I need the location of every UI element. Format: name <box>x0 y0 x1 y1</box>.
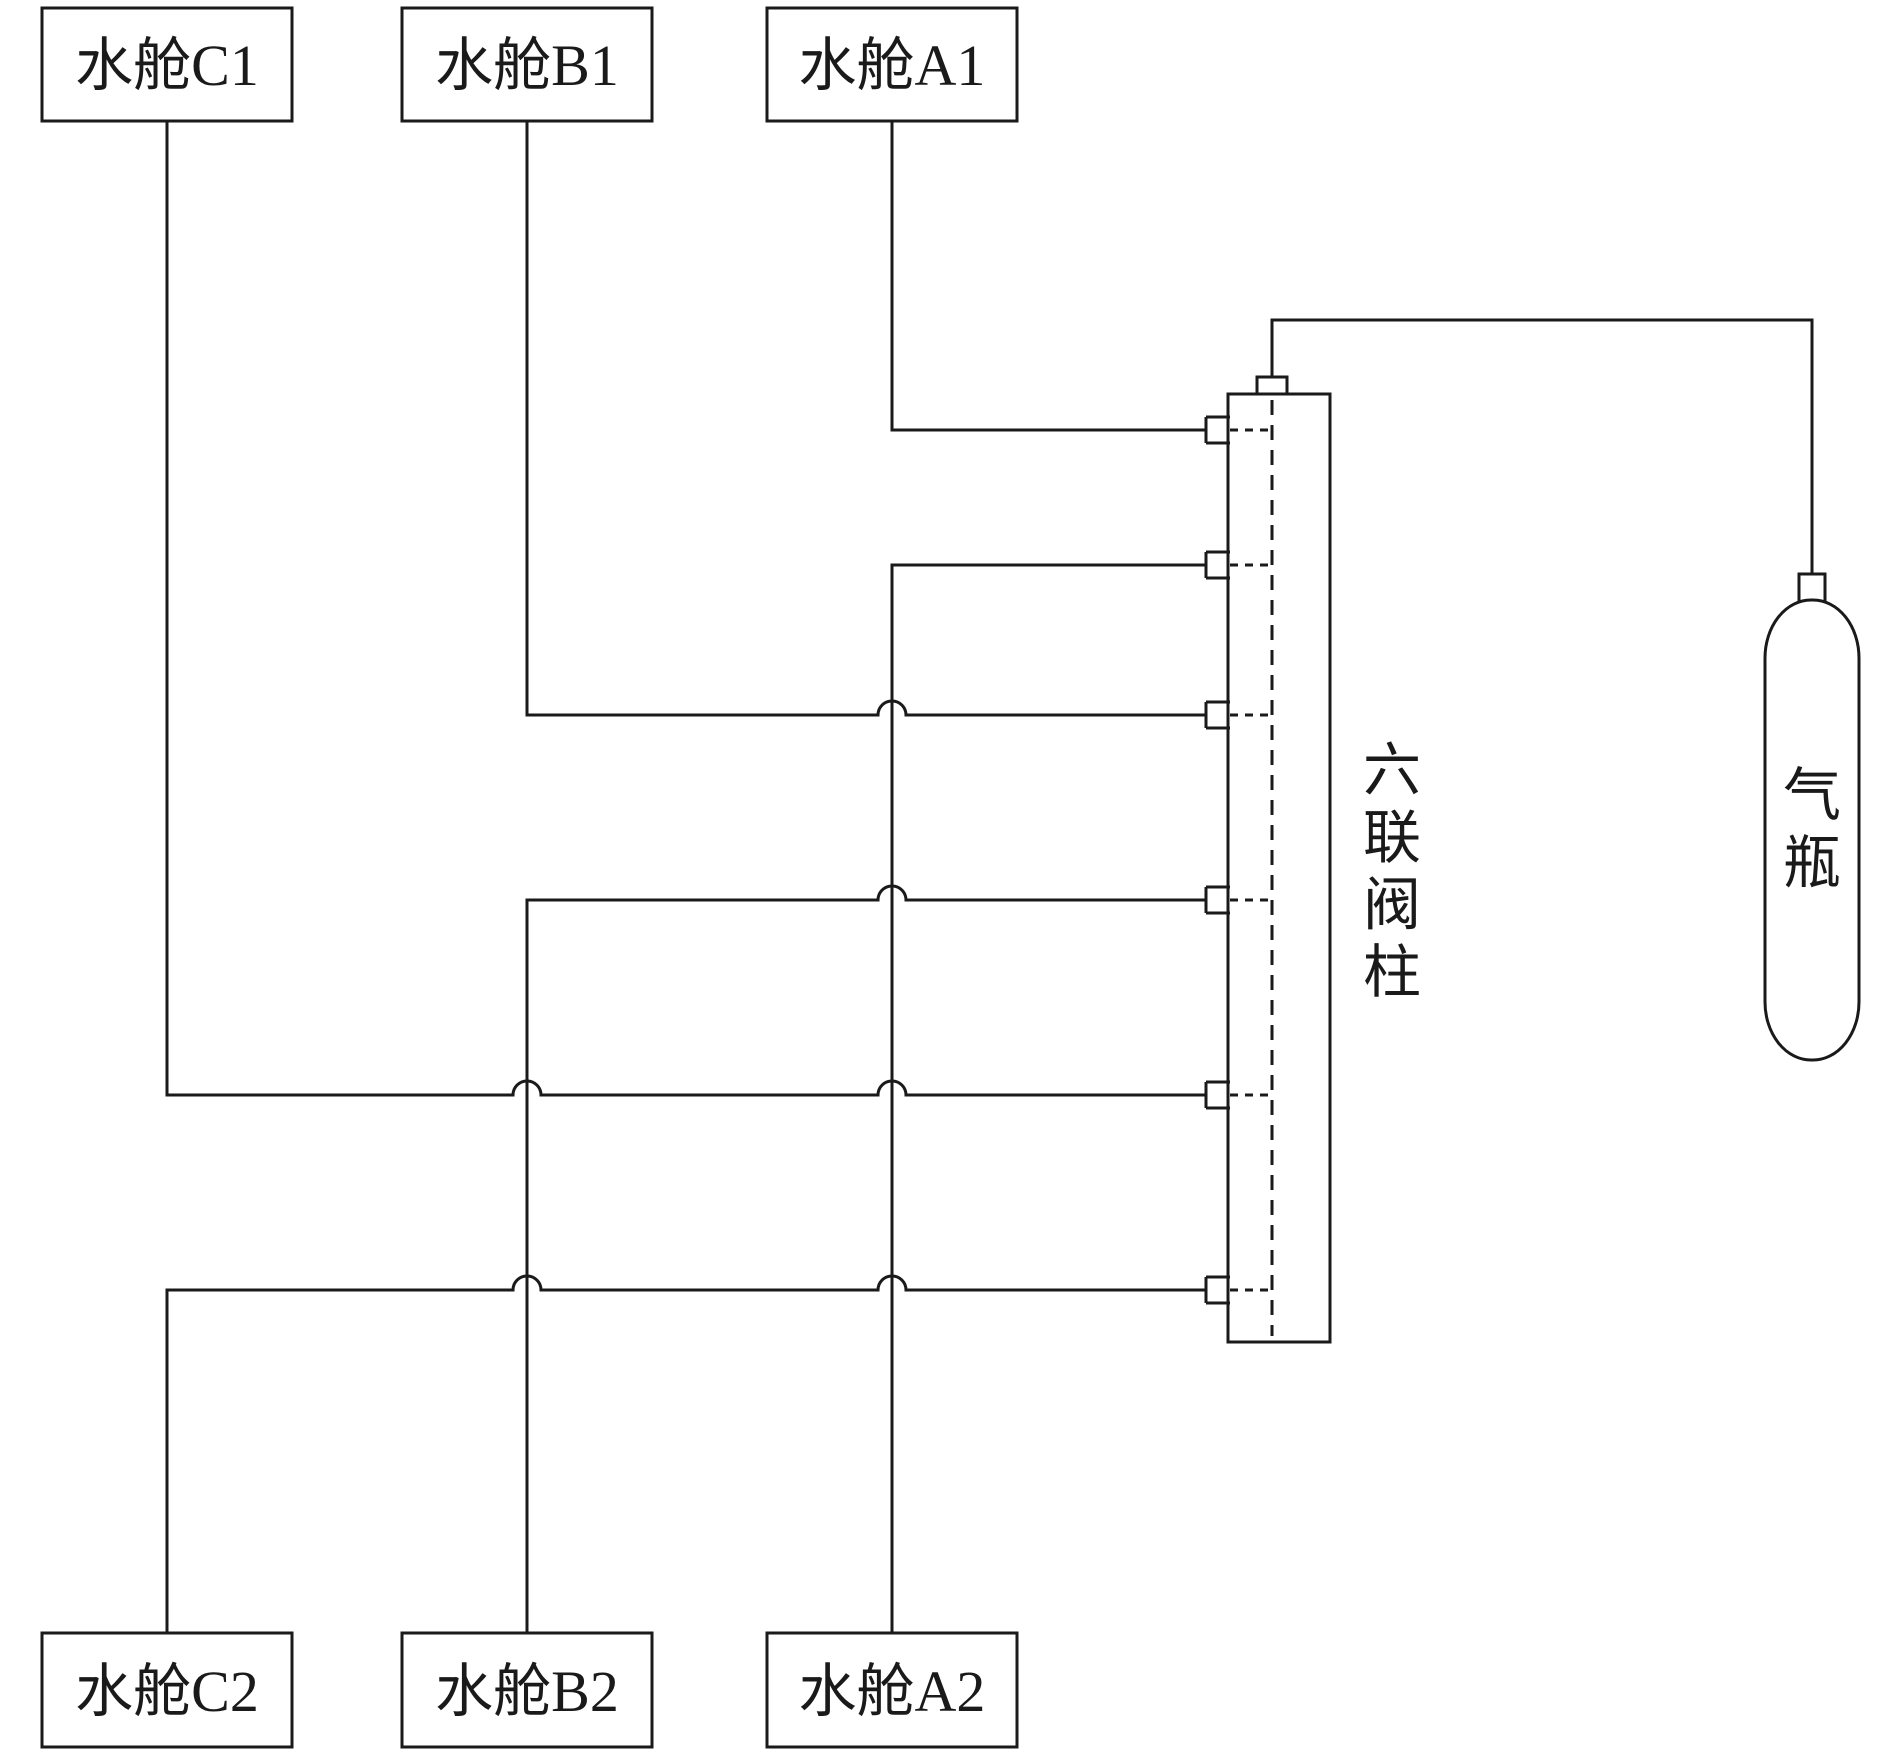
valve-top-connector <box>1255 375 1289 394</box>
tank-a1: 水舱A1 <box>765 6 1019 123</box>
pipe-c1-to-valve <box>165 121 1206 1097</box>
tank-b1-label: 水舱B1 <box>435 33 619 98</box>
valve-port-5 <box>1204 1080 1272 1110</box>
tank-c1: 水舱C1 <box>40 6 294 123</box>
tank-c1-box <box>40 6 294 123</box>
pipe-valve-to-bottle <box>1270 318 1814 574</box>
tank-c1-label: 水舱C1 <box>75 33 259 98</box>
valve-port-5-bracket <box>1204 1080 1230 1110</box>
pipe-a2-to-valve <box>890 563 1206 1633</box>
pipe-b1-to-valve <box>525 121 1206 717</box>
tank-b2-label: 水舱B2 <box>435 1659 619 1724</box>
valve-port-6-bracket <box>1204 1275 1230 1305</box>
tank-a1-box <box>765 6 1019 123</box>
valve-port-4 <box>1204 885 1272 915</box>
valve-column-body <box>1226 392 1332 1344</box>
valve-port-1-bracket <box>1204 415 1230 445</box>
valve-column-label: 六联阀柱 <box>1363 738 1421 1005</box>
gas-bottle-body <box>1763 598 1861 1062</box>
valve-port-3-bracket <box>1204 700 1230 730</box>
valve-port-2-bracket <box>1204 550 1230 580</box>
valve-port-4-bracket <box>1204 885 1230 915</box>
pipe-a1-to-valve <box>890 121 1206 432</box>
tank-c2: 水舱C2 <box>40 1631 294 1749</box>
tank-a2: 水舱A2 <box>765 1631 1019 1749</box>
tank-c2-label: 水舱C2 <box>75 1659 259 1724</box>
gas-bottle-neck <box>1797 572 1827 604</box>
valve-port-2 <box>1204 550 1272 580</box>
tank-b2-box <box>400 1631 654 1749</box>
tank-a2-label: 水舱A2 <box>799 1659 986 1724</box>
valve-port-3 <box>1204 700 1272 730</box>
pipe-b2-to-valve <box>525 884 1206 1633</box>
tank-b2: 水舱B2 <box>400 1631 654 1749</box>
tank-b1-box <box>400 6 654 123</box>
tank-b1: 水舱B1 <box>400 6 654 123</box>
tank-a1-label: 水舱A1 <box>799 33 986 98</box>
pipe-c2-to-valve <box>165 1274 1206 1633</box>
valve-port-6 <box>1204 1275 1272 1305</box>
gas-bottle-label: 气瓶 <box>1783 763 1841 895</box>
tank-c2-box <box>40 1631 294 1749</box>
tank-a2-box <box>765 1631 1019 1749</box>
valve-port-1 <box>1204 415 1272 445</box>
